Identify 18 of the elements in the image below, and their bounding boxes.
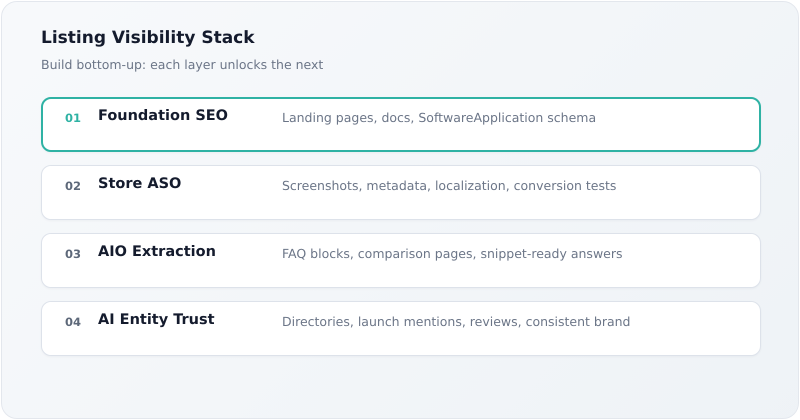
layer-card xyxy=(41,301,761,356)
step-number: 01 xyxy=(65,111,82,125)
step-number: 02 xyxy=(65,179,82,193)
layer-description: Landing pages, docs, SoftwareApplication schema xyxy=(282,110,596,125)
step-number: 04 xyxy=(65,315,82,329)
layer-description: Directories, launch mentions, reviews, consistent brand xyxy=(282,314,630,329)
layer-card xyxy=(41,233,761,288)
layer-title: Store ASO xyxy=(98,176,182,192)
diagram-title: Listing Visibility Stack xyxy=(41,28,255,48)
layer-card xyxy=(41,165,761,220)
layer-card xyxy=(41,97,761,152)
subtitle: Build bottom-up: each layer unlocks the next xyxy=(41,57,324,72)
step-number: 03 xyxy=(65,247,82,261)
layer-title: AI Entity Trust xyxy=(98,312,215,328)
layer-title: AIO Extraction xyxy=(98,244,216,260)
layer-title: Foundation SEO xyxy=(98,108,228,124)
layer-description: FAQ blocks, comparison pages, snippet-ready answers xyxy=(282,246,623,261)
layer-description: Screenshots, metadata, localization, conversion tests xyxy=(282,178,616,193)
